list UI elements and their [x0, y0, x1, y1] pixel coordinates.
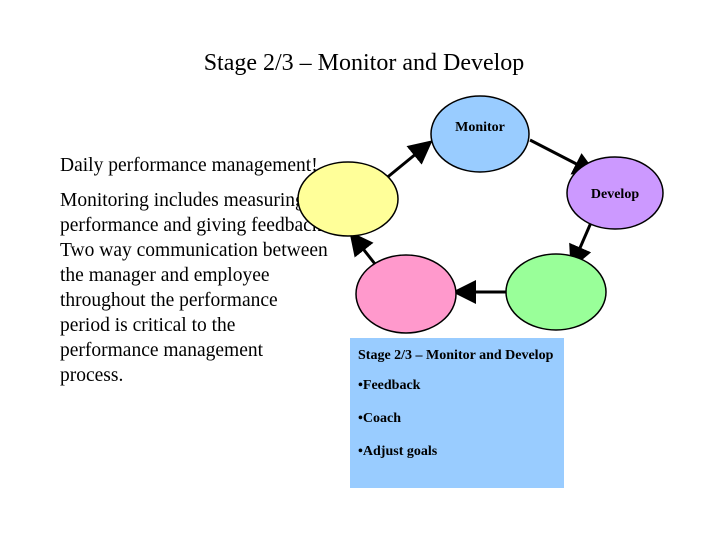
stage-summary-list: Feedback Coach Adjust goals — [358, 376, 558, 462]
monitor-node — [430, 95, 530, 173]
develop-node-label: Develop — [591, 187, 639, 202]
arrow-pink-to-yellow — [349, 231, 377, 265]
pink-node — [355, 254, 457, 334]
monitor-node-label: Monitor — [455, 120, 505, 135]
description-body: Monitoring includes measuring performanc… — [60, 190, 328, 386]
description-text: Daily performance management! Monitoring… — [60, 153, 330, 398]
develop-node — [566, 156, 664, 230]
description-heading: Daily performance management! — [60, 155, 318, 176]
green-node — [505, 253, 607, 331]
slide-title: Stage 2/3 – Monitor and Develop — [203, 50, 525, 76]
arrow-develop-to-green — [569, 217, 595, 270]
yellow-node — [297, 161, 399, 237]
list-item: Feedback — [358, 376, 558, 396]
list-item: Adjust goals — [358, 442, 558, 462]
list-item: Coach — [358, 409, 558, 429]
stage-summary-box: Stage 2/3 – Monitor and Develop Feedback… — [350, 338, 564, 488]
arrow-yellow-to-monitor — [383, 140, 433, 182]
stage-summary-title: Stage 2/3 – Monitor and Develop — [358, 348, 554, 363]
